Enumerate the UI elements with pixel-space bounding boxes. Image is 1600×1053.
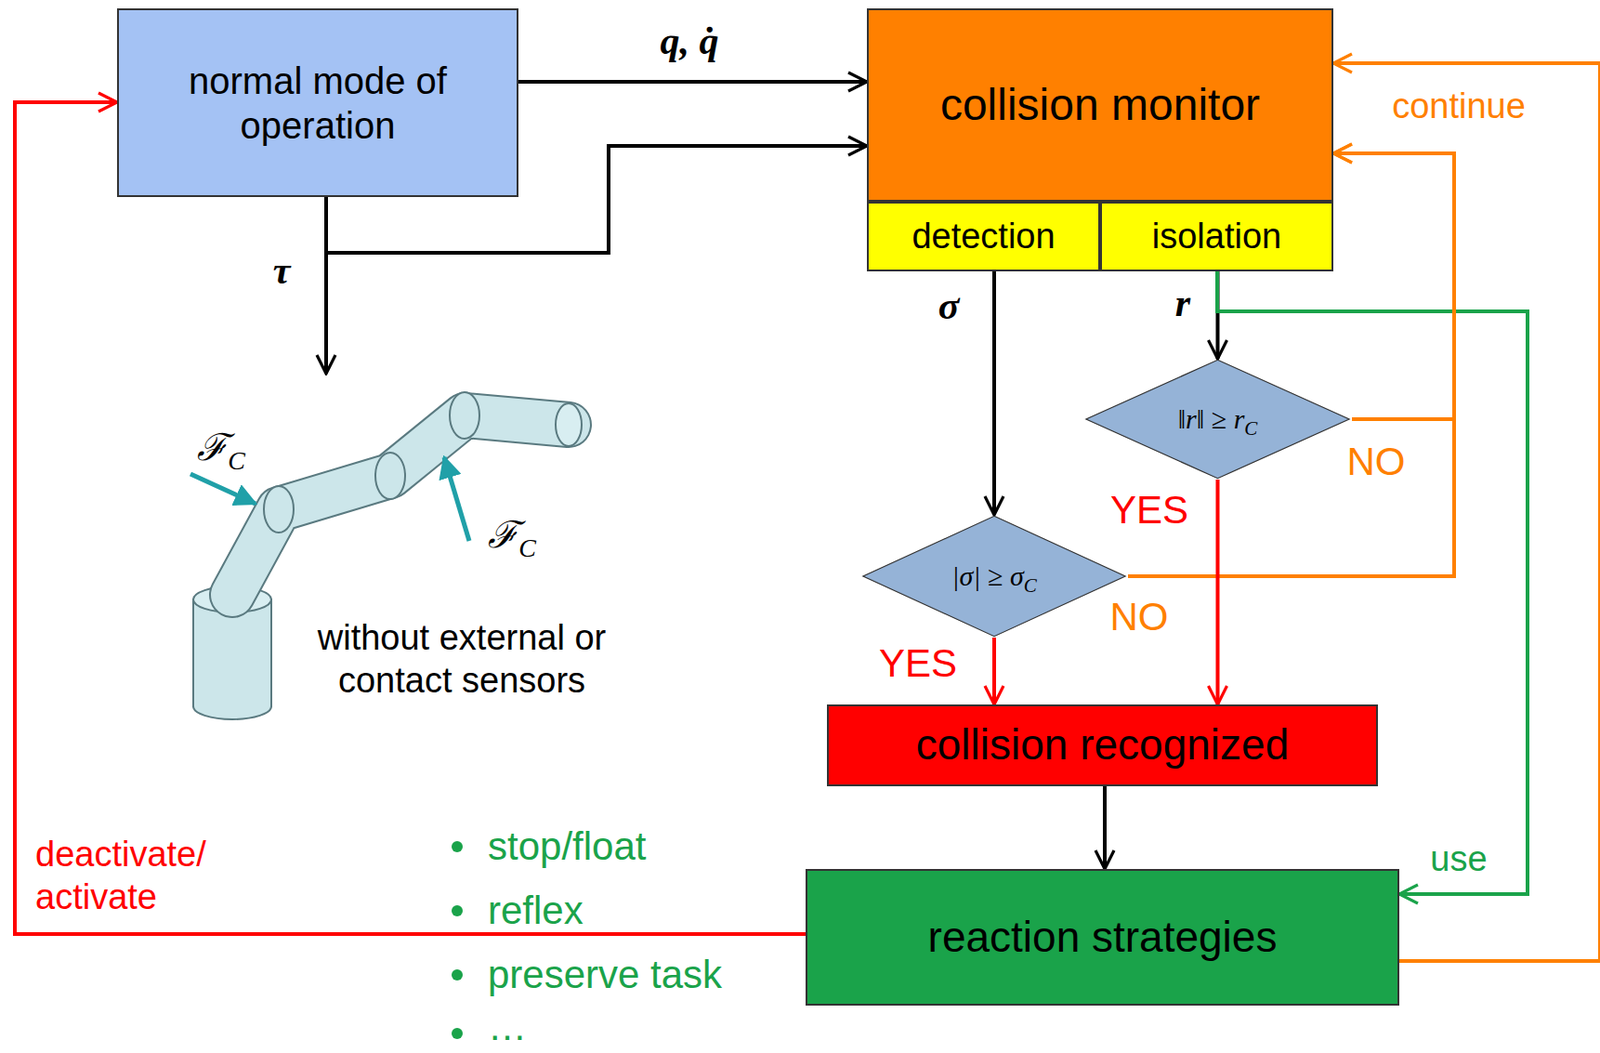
- edge-label: deactivate/ activate: [35, 833, 250, 919]
- signal-name: q, q̇: [660, 17, 720, 65]
- signal-name: σ: [938, 282, 960, 329]
- connector: [14, 102, 806, 934]
- note-text: without external or contact sensors: [275, 616, 648, 702]
- node-text: collision monitor: [931, 78, 1270, 132]
- strategy-item: stop/float: [487, 823, 646, 870]
- decision-diamond: |σ| ≥ σC: [860, 514, 1128, 638]
- force-label: ℱC: [487, 512, 537, 558]
- connector: [992, 637, 997, 705]
- monitor-box: collision monitor: [866, 8, 1334, 202]
- node-text: normal mode of operation: [118, 58, 517, 148]
- connector: [1333, 63, 1600, 961]
- force-arrow: [190, 473, 256, 504]
- condition-text: |σ| ≥ σC: [942, 559, 1047, 593]
- connector: [1333, 153, 1455, 420]
- process-box: normal mode of operation: [117, 8, 519, 197]
- connector: [518, 79, 867, 84]
- monitor-band: detection: [866, 201, 1101, 272]
- connector: [992, 271, 997, 515]
- node-text: detection: [902, 215, 1064, 259]
- edge-label: YES: [878, 640, 958, 687]
- force-label: ℱC: [196, 425, 246, 471]
- edge-label: continue: [1391, 85, 1526, 129]
- strategy-item: preserve task: [487, 951, 722, 998]
- connector: [1102, 786, 1107, 869]
- node-text: isolation: [1142, 215, 1291, 259]
- connector: [1217, 271, 1528, 894]
- force-arrow: [444, 457, 470, 541]
- signal-name: τ: [273, 247, 291, 294]
- monitor-band: isolation: [1100, 201, 1334, 272]
- signal-name: r: [1175, 279, 1191, 327]
- connector: [1216, 479, 1220, 705]
- edge-label: use: [1429, 838, 1487, 881]
- decision-diamond: ‖r‖ ≥ rC: [1083, 358, 1352, 480]
- edge-label: YES: [1110, 486, 1189, 534]
- bullet-dots: [451, 840, 463, 1039]
- node-text: reaction strategies: [918, 911, 1287, 963]
- status-box: collision recognized: [826, 704, 1378, 787]
- torque-branch: [324, 252, 328, 374]
- condition-text: ‖r‖ ≥ rC: [1168, 402, 1268, 436]
- strategy-item: reflex: [487, 887, 584, 934]
- strategy-item: …: [487, 1003, 527, 1050]
- edge-label: NO: [1347, 438, 1406, 486]
- node-text: collision recognized: [906, 719, 1299, 771]
- reaction-box: reaction strategies: [805, 868, 1400, 1006]
- edge-label: NO: [1110, 593, 1169, 641]
